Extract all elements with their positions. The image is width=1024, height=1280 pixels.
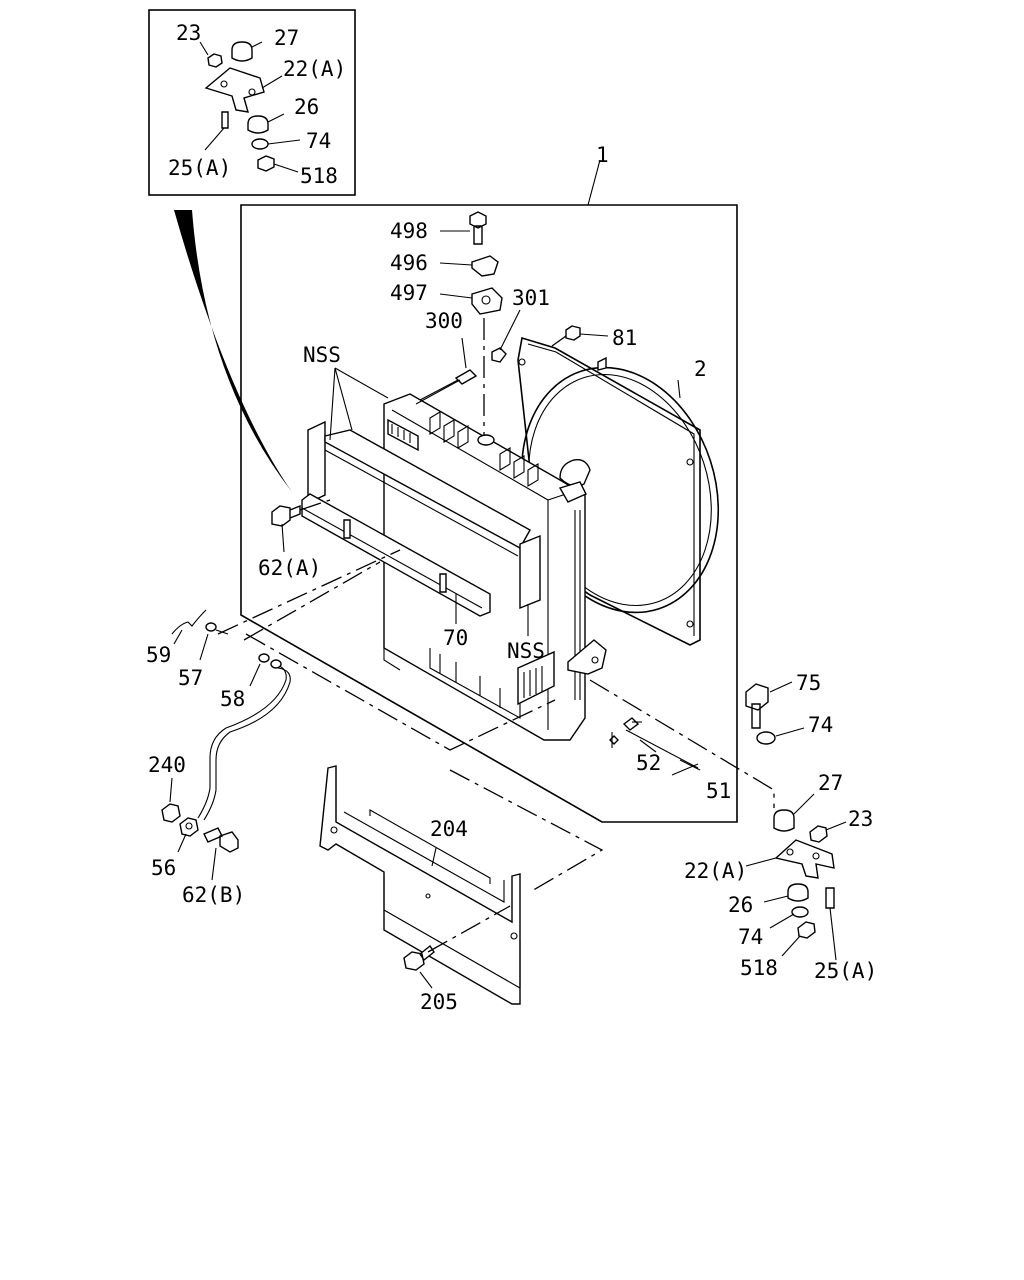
label-62a: 62(A) <box>258 556 321 580</box>
inset-rubber-27 <box>231 41 253 62</box>
nut-240 <box>161 803 181 823</box>
label-56: 56 <box>151 856 176 880</box>
label-205: 205 <box>420 990 458 1014</box>
washer-74-b <box>791 906 809 918</box>
nut-56 <box>179 817 199 837</box>
label-518: 518 <box>740 956 778 980</box>
lower-bracket-204 <box>319 765 521 1005</box>
label-25a: 25(A) <box>814 959 877 983</box>
inset-label-25a: 25(A) <box>168 156 231 180</box>
label-51: 51 <box>706 779 731 803</box>
label-1: 1 <box>596 143 609 167</box>
support-bar-70 <box>301 493 491 617</box>
washer-58 <box>258 653 270 663</box>
bolt-75 <box>745 683 769 729</box>
inset-detail: 23 27 22(A) 26 74 25(A) 518 <box>148 9 356 196</box>
drain-pipe <box>197 663 287 819</box>
clip-52 <box>609 717 640 745</box>
gasket-497 <box>471 287 503 315</box>
inset-washer-74 <box>251 138 269 150</box>
inset-label-22a: 22(A) <box>283 57 346 81</box>
label-70: 70 <box>443 626 468 650</box>
label-26: 26 <box>728 893 753 917</box>
label-300: 300 <box>425 309 463 333</box>
inset-label-27: 27 <box>274 26 299 50</box>
label-240: 240 <box>148 753 186 777</box>
nss-seals <box>307 420 541 610</box>
hose-59 <box>171 609 207 635</box>
nut-23 <box>809 825 828 843</box>
label-59: 59 <box>146 643 171 667</box>
label-27: 27 <box>818 771 843 795</box>
label-nss-mid: NSS <box>507 639 545 663</box>
label-74-b: 74 <box>738 925 763 949</box>
bolt-62a <box>271 504 301 527</box>
label-52: 52 <box>636 751 661 775</box>
washer-74 <box>756 731 776 745</box>
clamp-496 <box>471 255 499 277</box>
inset-label-23: 23 <box>176 21 201 45</box>
bracket-22a <box>774 839 835 879</box>
label-23: 23 <box>848 807 873 831</box>
bolt-300 <box>454 369 478 385</box>
label-nss-top: NSS <box>303 343 341 367</box>
inset-pointer-arrow <box>174 210 292 492</box>
inset-rubber-26 <box>247 115 269 134</box>
label-81: 81 <box>612 326 637 350</box>
label-496: 496 <box>390 251 428 275</box>
label-75: 75 <box>796 671 821 695</box>
inset-nut-23 <box>207 53 223 68</box>
bolt-205 <box>403 944 435 971</box>
clamp-57 <box>205 622 217 632</box>
nut-518 <box>797 921 816 939</box>
inset-bolt-25a <box>221 111 229 129</box>
label-498: 498 <box>390 219 428 243</box>
clip-301 <box>491 347 507 363</box>
rubber-26 <box>787 883 809 902</box>
inset-nut-518 <box>257 155 275 172</box>
label-2: 2 <box>694 357 707 381</box>
bolt-62b <box>203 827 239 853</box>
assembly-outline <box>240 159 738 823</box>
label-22a: 22(A) <box>684 859 747 883</box>
label-301: 301 <box>512 286 550 310</box>
label-497: 497 <box>390 281 428 305</box>
label-74: 74 <box>808 713 833 737</box>
label-58: 58 <box>220 687 245 711</box>
bolt-25a <box>825 887 835 909</box>
inset-label-74: 74 <box>306 129 331 153</box>
rubber-27 <box>773 809 795 832</box>
label-62b: 62(B) <box>182 883 245 907</box>
label-57: 57 <box>178 666 203 690</box>
inset-bracket-22a <box>204 67 265 113</box>
bolt-498 <box>469 211 487 245</box>
inset-label-518: 518 <box>300 164 338 188</box>
label-204: 204 <box>430 817 468 841</box>
bolt-81 <box>565 325 581 341</box>
inset-label-26: 26 <box>294 95 319 119</box>
